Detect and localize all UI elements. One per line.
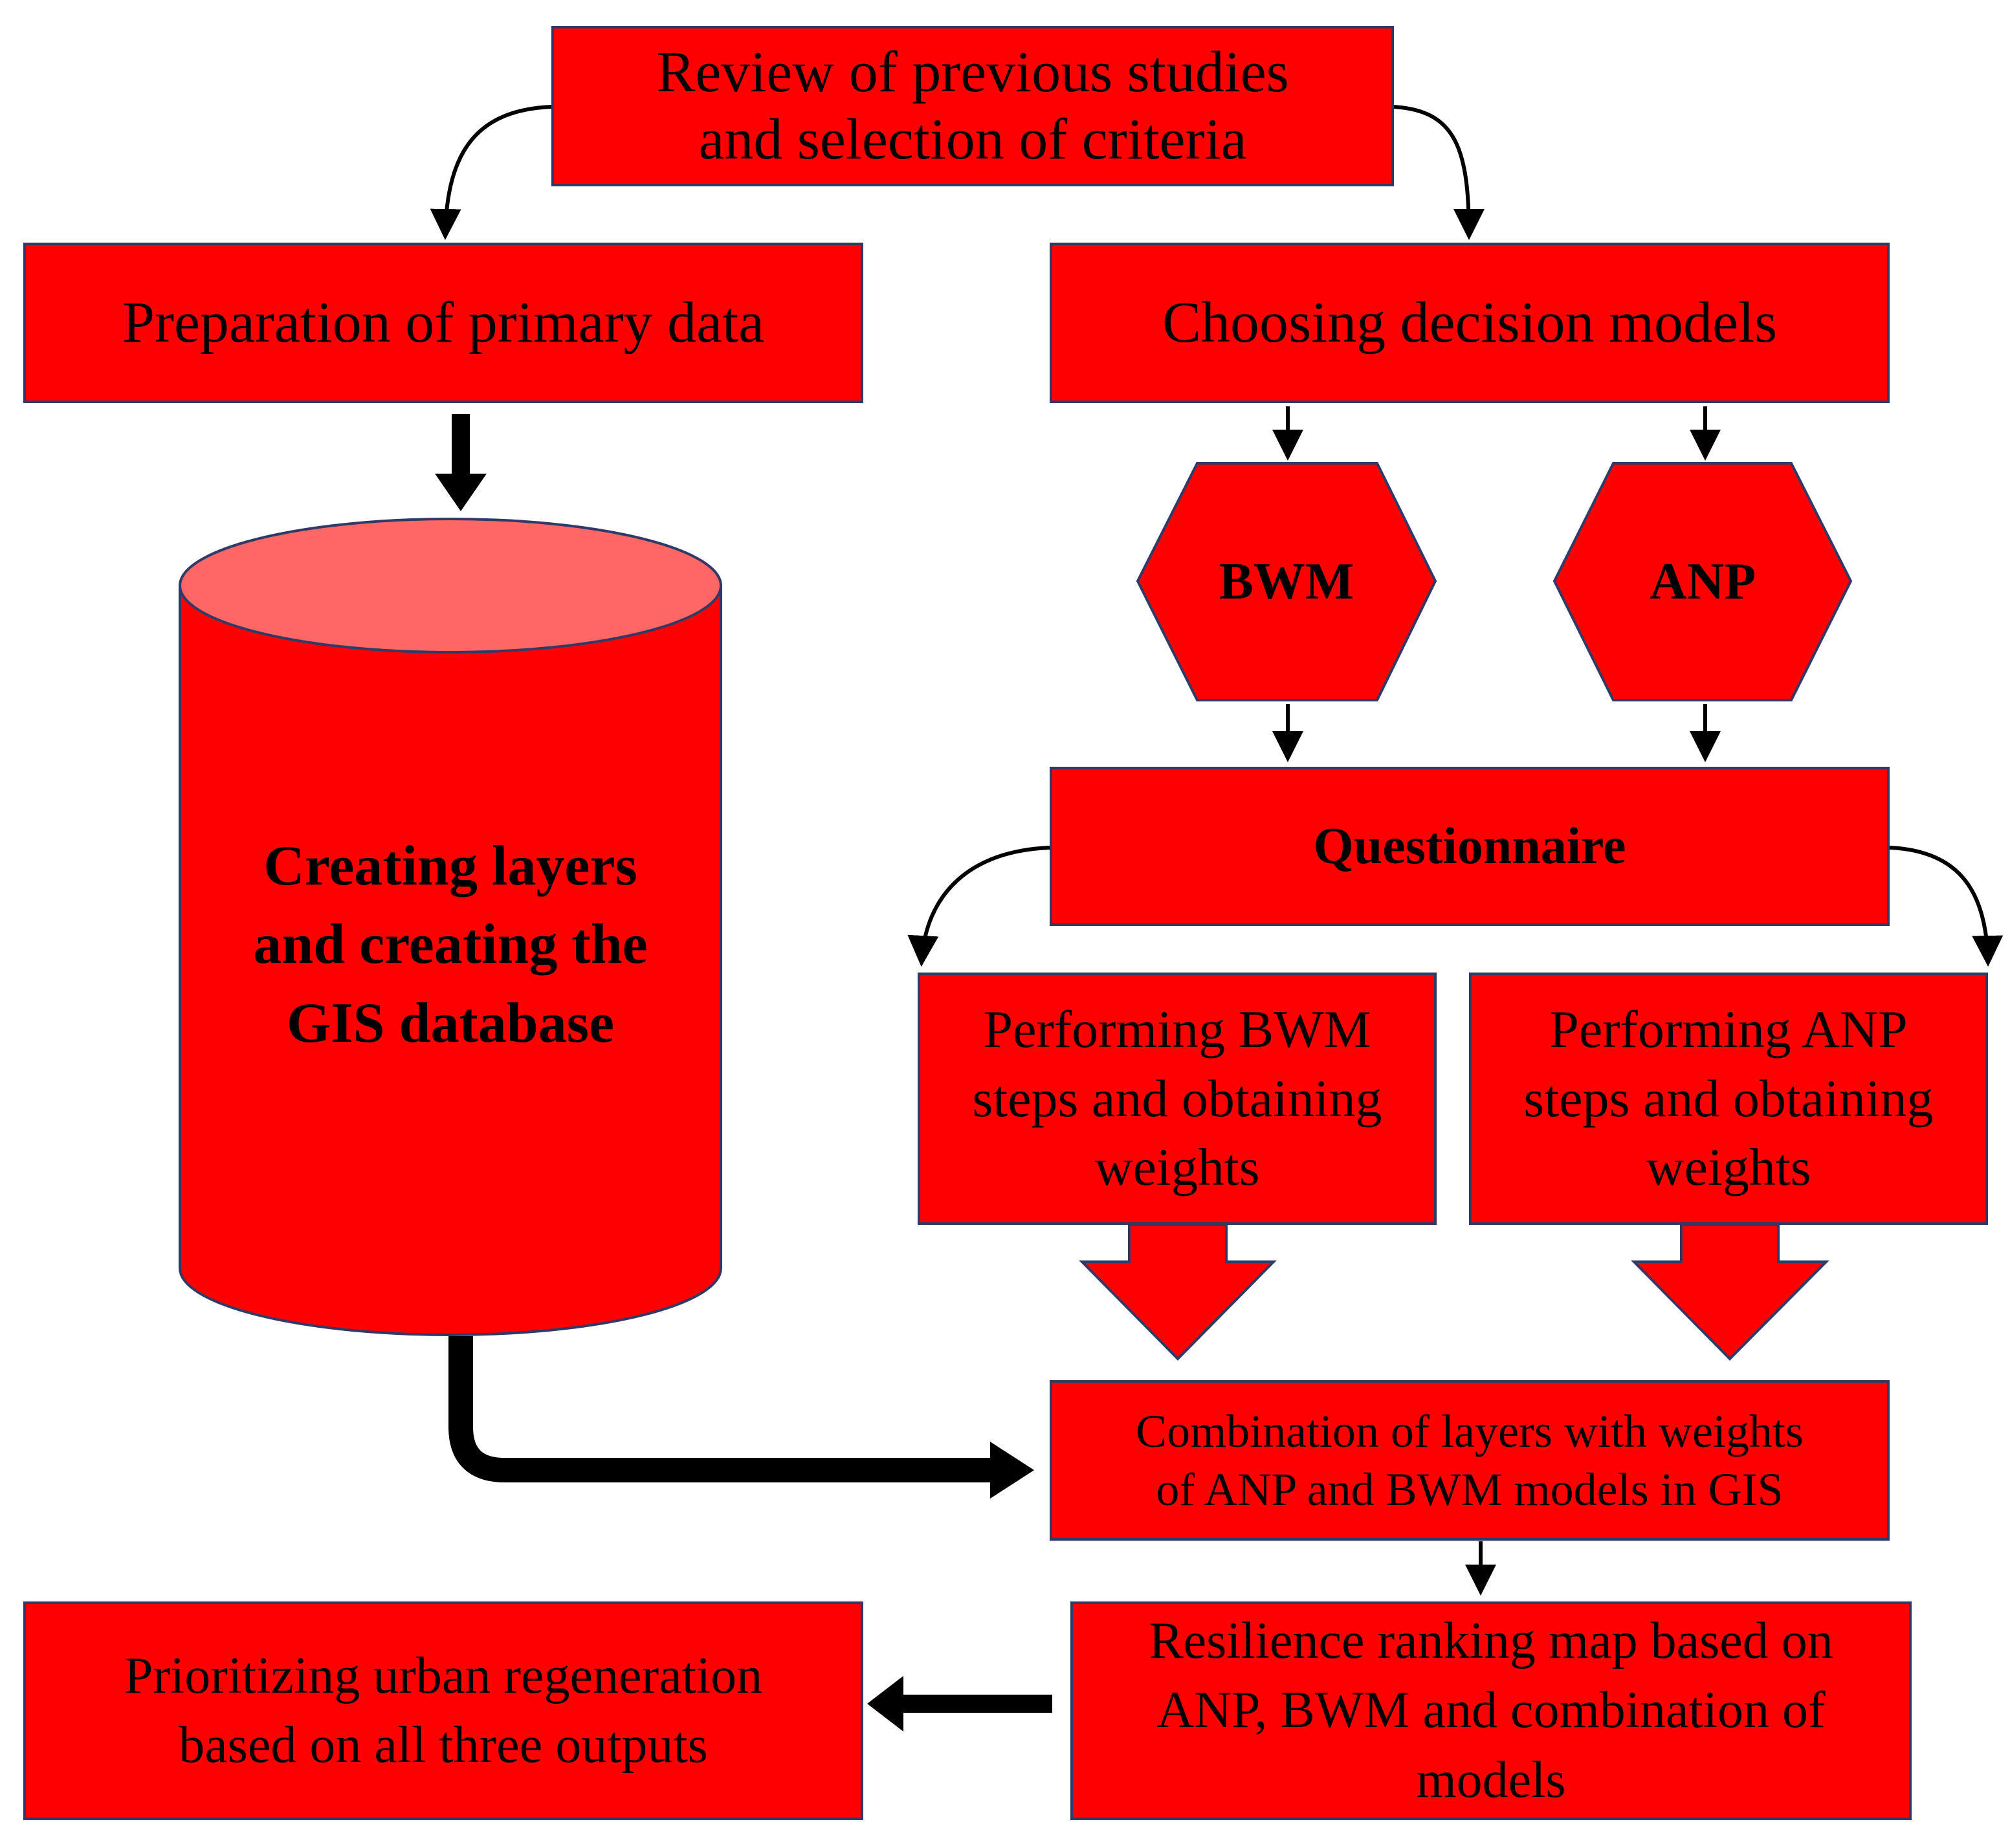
gis-database-cylinder-top bbox=[179, 518, 722, 654]
questionnaire-box: Questionnaire bbox=[1050, 767, 1890, 926]
perform-anp-box: Performing ANP steps and obtaining weigh… bbox=[1469, 973, 1988, 1225]
gis-database-cylinder-body bbox=[179, 584, 722, 1336]
arrow-review-to-decision-models bbox=[1392, 105, 1485, 240]
arrow-head-resilience-map-to-prioritizing bbox=[867, 1676, 903, 1732]
anp-hexagon-text: ANP bbox=[1554, 463, 1851, 700]
combination-label: Combination of layers with weights of AN… bbox=[1136, 1405, 1804, 1515]
arrow-questionnaire-to-perform-anp bbox=[1889, 846, 2004, 967]
prioritizing-box: Prioritizing urban regeneration based on… bbox=[23, 1601, 863, 1820]
arrow-review-to-primary-data bbox=[430, 105, 552, 240]
bwm-hexagon-text: BWM bbox=[1138, 463, 1435, 700]
review-label: Review of previous studies and selection… bbox=[656, 39, 1289, 171]
arrow-questionnaire-to-perform-bwm bbox=[907, 846, 1050, 967]
anp-label: ANP bbox=[1649, 553, 1756, 610]
block-arrow-perform-anp-to-combination bbox=[1631, 1224, 1829, 1361]
perform-anp-label: Performing ANP steps and obtaining weigh… bbox=[1523, 1000, 1934, 1197]
decision-models-box: Choosing decision models bbox=[1050, 243, 1890, 403]
arrow-gis-database-to-combination bbox=[448, 1336, 997, 1482]
perform-bwm-box: Performing BWM steps and obtaining weigh… bbox=[918, 973, 1437, 1225]
questionnaire-label: Questionnaire bbox=[1313, 817, 1626, 875]
arrow-head-primary-data-to-gis-database bbox=[435, 474, 487, 511]
bwm-hexagon bbox=[1136, 462, 1437, 701]
primary-data-label: Preparation of primary data bbox=[122, 290, 765, 355]
resilience-map-label: Resilience ranking map based on ANP, BWM… bbox=[1149, 1612, 1833, 1809]
gis-database-label: Creating layers and creating the GIS dat… bbox=[253, 834, 648, 1055]
decision-models-label: Choosing decision models bbox=[1162, 290, 1777, 355]
perform-bwm-label: Performing BWM steps and obtaining weigh… bbox=[972, 1000, 1382, 1197]
resilience-map-box: Resilience ranking map based on ANP, BWM… bbox=[1070, 1601, 1912, 1820]
primary-data-box: Preparation of primary data bbox=[23, 243, 863, 403]
arrow-head-gis-database-to-combination bbox=[990, 1442, 1034, 1499]
gis-database-text: Creating layers and creating the GIS dat… bbox=[180, 809, 721, 1081]
bwm-label: BWM bbox=[1219, 553, 1354, 610]
anp-hexagon bbox=[1552, 462, 1853, 701]
review-box: Review of previous studies and selection… bbox=[551, 26, 1394, 186]
block-arrow-perform-bwm-to-combination bbox=[1079, 1224, 1277, 1361]
combination-box: Combination of layers with weights of AN… bbox=[1050, 1380, 1890, 1541]
prioritizing-label: Prioritizing urban regeneration based on… bbox=[124, 1647, 763, 1774]
